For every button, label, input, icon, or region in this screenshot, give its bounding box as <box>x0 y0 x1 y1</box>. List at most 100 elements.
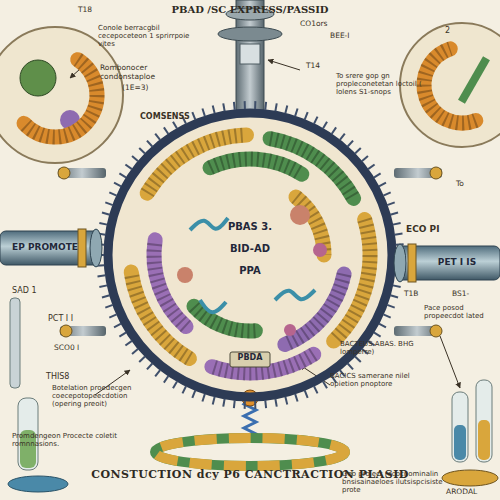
ring-tick <box>173 122 177 129</box>
callout-label: T18 <box>78 6 108 15</box>
plasmid-circle: PBAS 3.BID-ADPPAPBDA <box>100 105 400 405</box>
cell-blob <box>20 60 56 96</box>
callout-label: T14 <box>306 62 336 71</box>
protein-blob <box>284 324 296 336</box>
ring-tick <box>147 363 152 369</box>
ring-tick <box>164 127 168 134</box>
ring-tick <box>155 134 160 140</box>
leader-line <box>268 60 300 70</box>
origin-box: PBDA <box>230 352 270 367</box>
protein-blob <box>290 205 310 225</box>
tube-liquid <box>454 425 466 460</box>
ring-tick <box>233 400 236 408</box>
ring-tick <box>379 183 386 187</box>
ring-tick <box>390 213 398 215</box>
ring-tick <box>323 381 327 388</box>
cylinder-band <box>408 244 416 282</box>
test-tube <box>476 380 492 462</box>
ring-tick <box>105 202 113 205</box>
callout-label: ARODAL <box>446 488 496 497</box>
callout-label: To <box>456 180 481 189</box>
stem-flange <box>218 27 282 41</box>
ring-tick <box>355 356 361 362</box>
ring-tick <box>244 101 246 109</box>
pin-knob <box>430 325 442 337</box>
cylinder-band <box>78 229 86 267</box>
petri-dish <box>442 470 498 486</box>
ring-tick <box>285 397 287 405</box>
cylinder-cap <box>90 229 102 267</box>
protein-blob <box>177 267 193 283</box>
petri-dish <box>8 476 68 492</box>
callout-label: BEE-I <box>330 32 370 41</box>
ring-tick <box>105 305 113 308</box>
ring-tick <box>109 192 116 195</box>
ring-tick <box>275 399 276 407</box>
pin-knob <box>60 325 72 337</box>
dna-coil <box>154 240 186 327</box>
ring-tick <box>332 127 336 134</box>
ring-tick <box>213 106 215 114</box>
ring-tick <box>314 117 318 124</box>
ring-tick <box>355 148 361 154</box>
dna-coil <box>285 274 344 344</box>
dna-coil <box>210 159 302 174</box>
ring-tick <box>202 109 204 117</box>
callout-label: Pace posod propeecdot lated <box>424 304 496 320</box>
ring-tick <box>314 386 318 393</box>
callout-label: PCT I I <box>48 314 98 323</box>
ring-tick <box>323 122 327 129</box>
ring-tick <box>99 285 107 287</box>
ring-tick <box>374 332 381 336</box>
ring-tick <box>139 356 145 362</box>
strand <box>275 290 315 300</box>
callout-label: COMSENSS <box>140 112 210 121</box>
protein-blob <box>313 243 327 257</box>
pin-cylinder <box>58 168 106 178</box>
ring-tick <box>395 234 403 235</box>
dna-coil <box>24 60 97 137</box>
ring-tick <box>393 285 401 287</box>
ring-tick <box>114 183 121 187</box>
callout-label: BS1- <box>452 290 482 299</box>
ring-tick <box>155 370 160 376</box>
ring-tick <box>223 103 224 111</box>
ring-tick <box>264 400 267 408</box>
coil-stripe <box>154 240 186 327</box>
ring-tick <box>125 164 131 169</box>
callout-label: SAD 1 <box>12 286 52 295</box>
pipette <box>10 298 20 388</box>
ring-tick <box>192 390 195 397</box>
ring-tick <box>139 148 145 154</box>
coil-stripe <box>210 159 302 174</box>
coil-stripe <box>194 306 255 331</box>
strand <box>190 218 228 230</box>
ring-tick <box>379 324 386 328</box>
ring-tick <box>164 376 168 383</box>
ring-tick <box>244 401 246 409</box>
ring-tick <box>102 213 110 215</box>
callout-label: Conole berracgbil cecepoceteon 1 sprirrp… <box>98 24 193 48</box>
node-label: PBAS 3. <box>210 221 290 233</box>
callout-label: THIS8 <box>46 372 91 381</box>
ring-tick <box>264 102 267 110</box>
ring-tick <box>393 223 401 225</box>
ring-tick <box>254 101 256 109</box>
dna-coil <box>424 49 476 123</box>
ring-tick <box>202 394 204 402</box>
node-label: EP PROMOTE <box>4 242 86 252</box>
callout-label: Rombonocer condonstaploe <box>100 64 200 81</box>
bottom-ring-band <box>155 438 345 466</box>
coil-group <box>24 49 476 373</box>
ring-tick <box>374 173 381 177</box>
ring-tick <box>125 341 131 346</box>
ring-tick <box>102 295 110 297</box>
node-label: PPA <box>210 265 290 277</box>
callout-label: BACICS samerane nilel opietion pnoptore <box>330 372 430 388</box>
callout-label: (1E=3) <box>122 84 162 93</box>
stem-window <box>240 44 260 64</box>
leader-line <box>440 336 460 388</box>
ring-tick <box>368 164 374 169</box>
ring-tick <box>99 223 107 225</box>
